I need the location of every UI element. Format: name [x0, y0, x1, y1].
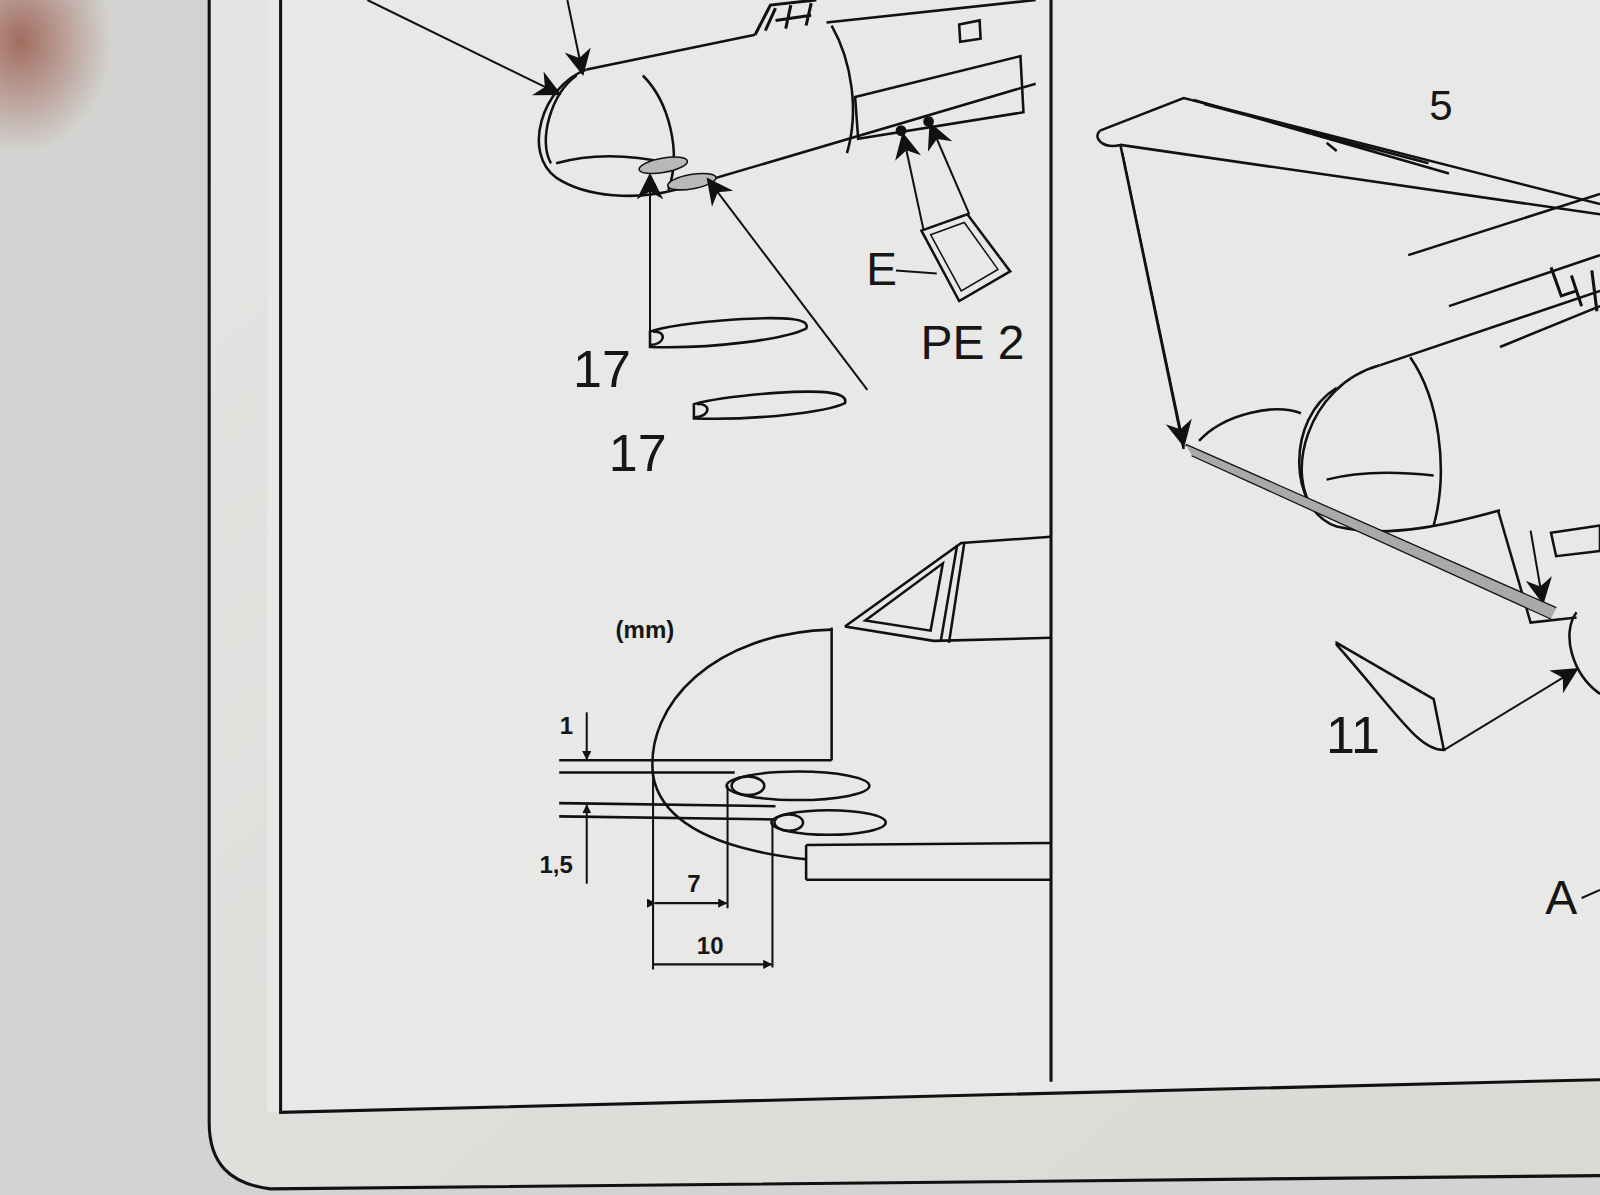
step5-illustration [1097, 98, 1600, 750]
nose-top-view-part [755, 0, 816, 35]
step5-illustration-part [1408, 194, 1600, 347]
step5-illustration-part [1194, 100, 1449, 173]
step-number: 5 [1429, 85, 1452, 127]
nose-side-view-part [806, 843, 1051, 880]
part-pe2-part [921, 214, 1010, 301]
frame-lines-part [1049, 0, 1052, 1082]
step5-illustration-part [1569, 612, 1600, 694]
dimension-value: 10 [697, 934, 724, 958]
part-pe2-part [897, 127, 905, 135]
dimension-value: 7 [687, 872, 700, 896]
nose-top-view-part [827, 0, 1036, 22]
nose-top-view-part [587, 35, 755, 70]
leader-arrows-part [1444, 669, 1577, 750]
frame-lines-part [209, 0, 1600, 1189]
nose-top-view [539, 0, 1036, 196]
nose-side-view-part [732, 777, 765, 795]
dimension-value: 1 [560, 714, 573, 738]
nose-side-view-part [652, 630, 831, 860]
frame-lines-part [281, 0, 1600, 1112]
nose-side-view-part [559, 759, 831, 762]
part-17-part [650, 318, 807, 347]
leader-arrows [367, 0, 1600, 898]
paper-part [0, 0, 112, 153]
part-17-part [694, 404, 707, 417]
step5-illustration-part [1120, 145, 1183, 449]
leader-arrows-part [931, 125, 970, 215]
nose-top-view-part [832, 26, 853, 154]
nose-side-view-part [845, 627, 1051, 641]
nose-top-view-part [638, 154, 689, 177]
nose-side-view-part [865, 563, 943, 630]
step5-illustration-part [1199, 409, 1301, 440]
part-letter: E [866, 246, 897, 292]
nose-side-view-part [771, 810, 885, 834]
leader-arrows-part [708, 180, 867, 390]
part-number: 11 [1326, 709, 1380, 761]
etched-part-label: PE 2 [920, 319, 1024, 367]
nose-top-view-part [959, 20, 980, 41]
step5-illustration-part [1302, 365, 1380, 512]
leader-arrows-part [367, 0, 559, 94]
part-pe2-part [924, 117, 932, 125]
nose-side-view-part [830, 628, 833, 761]
step5-illustration-part [1327, 473, 1434, 480]
nose-side-view [559, 537, 1051, 880]
nose-side-view-part [941, 543, 964, 643]
part-pe2-part [931, 222, 998, 290]
nose-top-view-part [539, 69, 1036, 195]
part-number: 17 [609, 427, 667, 479]
leader-arrows-part [903, 135, 923, 230]
part-pe2 [897, 117, 1010, 301]
nose-side-view-part [727, 771, 870, 800]
dimension-lines-part [653, 773, 772, 970]
step5-illustration-part [1100, 98, 1600, 204]
dimension-lines-part [586, 805, 588, 884]
frame-lines [209, 0, 1600, 1189]
part-letter: A [1545, 874, 1577, 922]
unit-label: (mm) [616, 618, 675, 642]
leader-arrows-part [1531, 531, 1543, 602]
dimension-lines [587, 712, 773, 969]
leader-arrows-part [649, 176, 651, 345]
leader-arrows-part [567, 0, 582, 73]
dimension-value: 1,5 [539, 853, 572, 877]
step5-illustration-part [1551, 267, 1597, 311]
step5-illustration-part [1186, 445, 1556, 618]
shaded-strips [1186, 445, 1556, 618]
nose-top-view-part [855, 56, 1023, 139]
step5-illustration-part [1551, 526, 1600, 557]
part-number: 17 [573, 343, 631, 395]
step5-illustration-part [1380, 291, 1600, 365]
part-17-part [694, 392, 845, 419]
paper-part [209, 0, 1600, 1189]
part-17-part [650, 332, 663, 345]
shaded-strips-part [1186, 445, 1556, 618]
dimension-lines-part [653, 963, 771, 965]
leader-arrows-part [1582, 890, 1600, 898]
paper-part [267, 0, 1600, 1112]
step5-illustration-part [1410, 357, 1441, 525]
part-17 [650, 318, 845, 419]
dimension-lines-part [655, 902, 726, 904]
nose-side-view-part [774, 814, 803, 830]
dimension-lines-part [586, 712, 588, 759]
leader-arrows-part [896, 270, 937, 273]
